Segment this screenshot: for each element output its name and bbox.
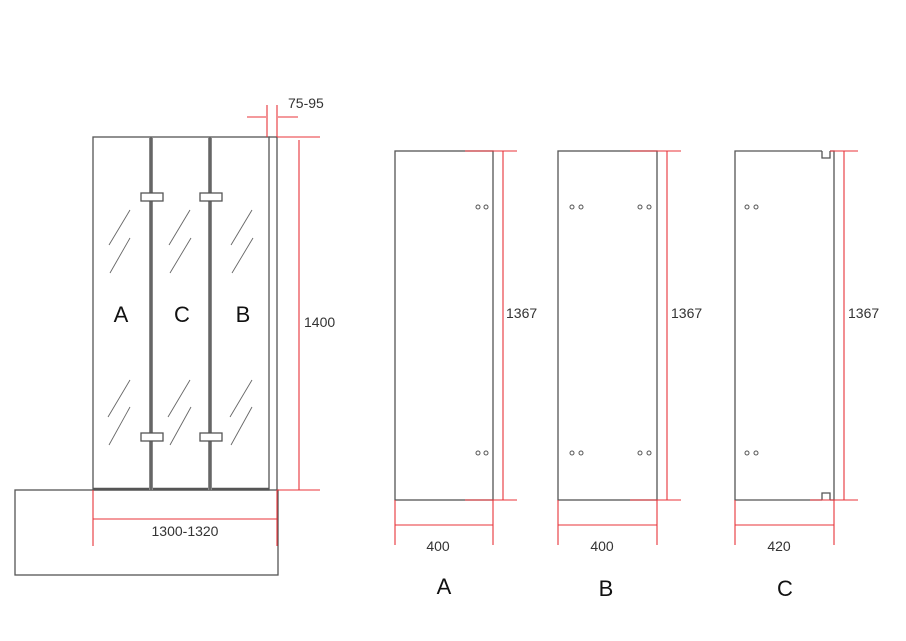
panel-label-c: C	[174, 302, 190, 327]
panel-label-b: B	[236, 302, 251, 327]
dimension-width: 1300-1320	[92, 490, 278, 546]
panel-c-detail: 1367 420 C	[734, 150, 879, 601]
dimension-adjust: 75-95	[247, 95, 324, 137]
hole-icon	[475, 204, 489, 456]
dim-adjust-label: 75-95	[288, 95, 324, 111]
panel-label-a: A	[114, 302, 129, 327]
panel-b-label: B	[599, 576, 614, 601]
notch-icon	[821, 151, 831, 500]
glass-reflection-icon	[107, 209, 254, 446]
panel-b-height: 1367	[671, 305, 702, 321]
dim-width-label: 1300-1320	[152, 523, 219, 539]
panel-a-height: 1367	[506, 305, 537, 321]
dimension-height: 1400	[277, 136, 335, 491]
panel-c-height: 1367	[848, 305, 879, 321]
panel-c-width: 420	[767, 538, 791, 554]
panel-c-label: C	[777, 576, 793, 601]
bathtub-base	[14, 489, 279, 576]
panel-a-label: A	[437, 574, 452, 599]
hole-icon	[569, 204, 652, 456]
panel-b-width: 400	[590, 538, 614, 554]
hole-icon	[744, 204, 759, 456]
panel-a-detail: 1367 400 A	[394, 150, 537, 599]
assembly-view: A C B 1300-1320 1400 75-95	[14, 95, 335, 576]
panel-b-detail: 1367 400 B	[557, 150, 702, 601]
hinge-icon	[140, 192, 223, 442]
dim-height-label: 1400	[304, 314, 335, 330]
panel-a-width: 400	[426, 538, 450, 554]
